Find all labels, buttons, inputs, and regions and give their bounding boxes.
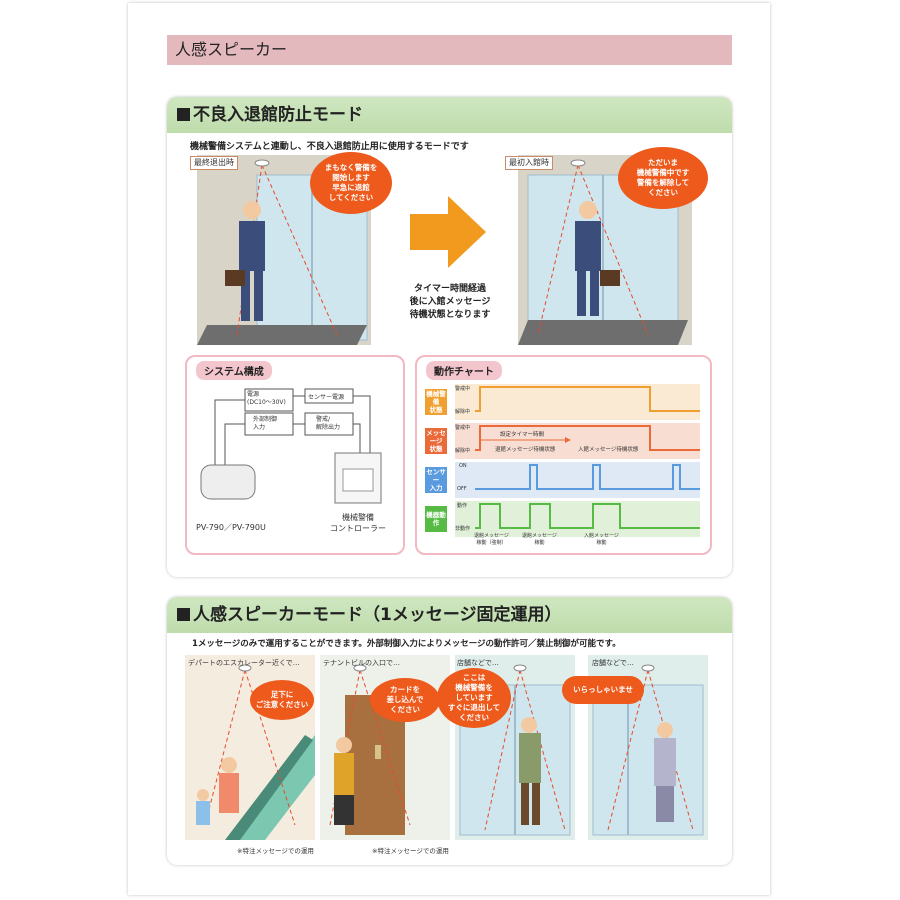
chart-row-message: メッセージ 状態: [425, 428, 447, 454]
chart-sensor-low: OFF: [457, 486, 467, 492]
chart-sensor-high: ON: [459, 463, 467, 469]
scene-escalator-illustration: [185, 655, 315, 840]
system-sensor-power: センサー電源: [308, 394, 345, 401]
wave-message: [475, 425, 700, 451]
section2-description: 1メッセージのみで運用することができます。外部制御入力によりメッセージの動作許可…: [192, 639, 621, 649]
chart-standby-entry: 入館メッセージ待機状態: [578, 447, 639, 453]
chart-message-low: 解除中: [455, 448, 471, 454]
scene-caption-4: 店舗などで…: [592, 659, 634, 667]
chart-device-high: 動作: [457, 503, 468, 509]
scene-caption-2: テナントビルの入口で…: [323, 659, 400, 667]
chart-band-sensor: [455, 462, 700, 498]
arrow-right-icon: [410, 196, 486, 268]
bubble-scene-1: 足下に ご注意ください: [250, 680, 314, 720]
system-power: 電源 (DC10〜30V): [247, 391, 286, 406]
section1-heading: 不良入退館防止モード: [167, 97, 732, 133]
chart-row-security: 機械警備 状態: [425, 389, 447, 415]
tag-last-exit: 最終退出時: [190, 156, 238, 170]
bubble-scene-2: カードを 差し込んで ください: [370, 678, 440, 722]
chart-event-3: 入館メッセージ 稼動: [584, 533, 619, 546]
footnote-1: ※特注メッセージでの運用: [237, 847, 314, 855]
chart-band-device: [455, 501, 700, 537]
bubble-last-exit: まもなく警備を 開始します 早急に退館 してください: [310, 152, 392, 214]
tag-first-entry: 最初入館時: [505, 156, 553, 170]
chart-band-message: [455, 423, 700, 459]
footnote-2: ※特注メッセージでの運用: [372, 847, 449, 855]
scene-escalator: [185, 655, 315, 840]
bubble-first-entry: ただいま 機械警備中です 警備を解除して ください: [618, 147, 708, 209]
chart-security-high: 警戒中: [455, 386, 471, 392]
scene-store-1: [455, 655, 575, 840]
bubble-scene-3: ここは 機械警備を しています すぐに退出して ください: [437, 668, 511, 728]
system-alarm-output: 警戒/ 解除出力: [316, 416, 341, 431]
chart-band-security: [455, 384, 700, 420]
scene-caption-1: デパートのエスカレーター近くで…: [188, 659, 300, 667]
scene-first-entry-illustration: [518, 155, 692, 345]
system-ext-input: 外部制御 入力: [253, 416, 278, 431]
chart-security-low: 解除中: [455, 409, 471, 415]
system-device-name: PV-790／PV-790U: [196, 523, 266, 532]
arrow-note: タイマー時間経過 後に入館メッセージ 待機状態となります: [409, 284, 491, 320]
chart-row-device: 機器動作: [425, 506, 447, 532]
wave-security: [475, 386, 700, 412]
chart-event-2: 退館メッセージ 稼動: [522, 533, 557, 546]
page-title: 人感スピーカー: [167, 35, 732, 65]
chart-panel-label: 動作チャート: [426, 361, 502, 380]
section2-heading: 人感スピーカーモード（1メッセージ固定運用）: [167, 597, 732, 633]
chart-row-sensor: センサー 入力: [425, 467, 447, 493]
chart-standby-exit: 退館メッセージ待機状態: [495, 447, 556, 453]
scene-caption-3: 店舗などで…: [457, 659, 499, 667]
chart-device-low: 非動作: [455, 526, 471, 532]
chart-waveforms: [475, 386, 700, 529]
wave-device: [475, 503, 700, 529]
section1-description: 機械警備システムと連動し、不良入退館防止用に使用するモードです: [190, 142, 469, 152]
system-diagram: [200, 388, 382, 504]
system-panel-label: システム構成: [196, 361, 272, 380]
wave-sensor: [475, 464, 700, 490]
chart-timer-label: 設定タイマー時間: [500, 432, 545, 438]
chart-message-high: 警戒中: [455, 425, 471, 431]
chart-event-1: 退館メッセージ 稼動（強制）: [474, 533, 509, 546]
bubble-scene-4: いらっしゃいませ: [562, 676, 644, 704]
system-controller-name: 機械警備 コントローラー: [330, 513, 386, 533]
